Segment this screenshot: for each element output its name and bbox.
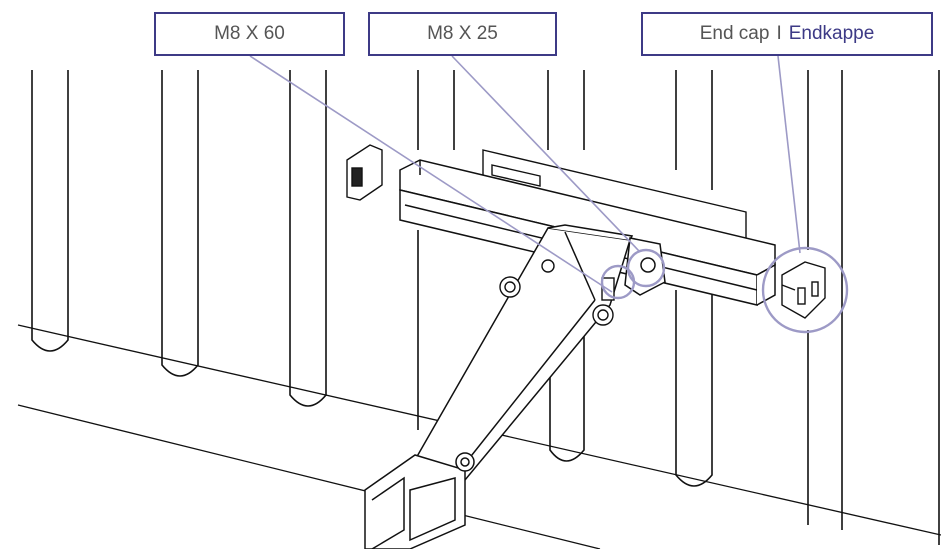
fence-bar	[289, 70, 327, 407]
callout-lines	[249, 55, 801, 293]
callout-label-m8x60: M8 X 60	[154, 12, 345, 56]
telescopic-tube	[364, 452, 475, 549]
fence-bar	[161, 70, 199, 377]
end-cap-label-de: Endkappe	[788, 23, 875, 44]
bolt-nut	[597, 309, 609, 321]
callout-label-end-cap: End cap I Endkappe	[641, 12, 933, 56]
callout-line-m8x25	[451, 55, 641, 253]
bolts	[499, 259, 615, 326]
fence-bar	[675, 290, 713, 487]
callout-line-endcap	[777, 55, 801, 254]
fence-bar	[547, 70, 585, 150]
fence-bars	[31, 70, 940, 545]
support-strut	[413, 224, 634, 481]
bolt-m8x25-label: M8 X 25	[427, 23, 498, 44]
end-cap-spare	[346, 144, 383, 201]
callout-label-m8x25: M8 X 25	[368, 12, 557, 56]
end-cap-label-en: End cap	[699, 23, 770, 44]
bolt-nut	[504, 281, 516, 293]
fence-bar	[31, 70, 69, 352]
callout-circles	[600, 246, 849, 334]
fence-bar	[807, 70, 843, 530]
fence-bar	[417, 70, 455, 150]
callout-circle-endcap	[761, 246, 849, 334]
callout-line-m8x60	[249, 55, 613, 293]
bolt-nut	[541, 259, 555, 273]
fence-bar	[549, 300, 585, 462]
callout-circle-m8x25	[626, 248, 666, 288]
end-cap	[781, 261, 826, 319]
label-separator: I	[776, 23, 782, 44]
fence-bar	[675, 70, 713, 190]
bolt-m8x60-label: M8 X 60	[214, 23, 285, 44]
